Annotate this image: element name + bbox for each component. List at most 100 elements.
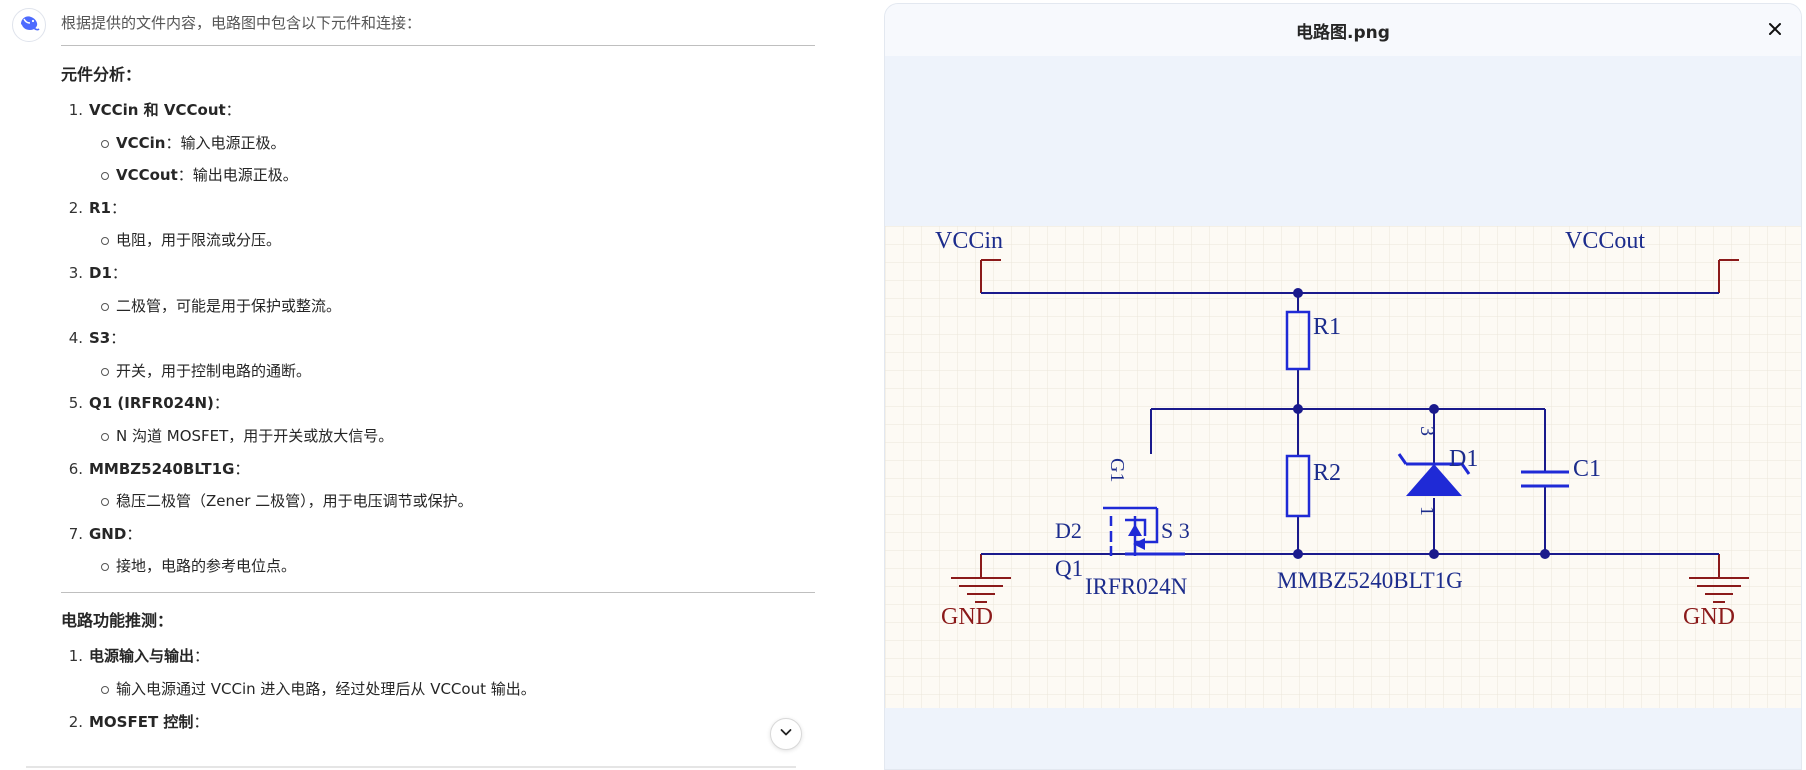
section-title-components: 元件分析： bbox=[61, 65, 142, 84]
sub-item-text: 电阻，用于限流或分压。 bbox=[116, 231, 282, 250]
sub-item-text: ：输入电源正极。 bbox=[165, 133, 286, 152]
list-number: 6. bbox=[68, 459, 83, 478]
sub-list-item: VCCout：输出电源正极。 bbox=[89, 164, 815, 186]
sub-list-item: VCCin：输入电源正极。 bbox=[89, 132, 815, 154]
list-number: 2. bbox=[68, 712, 83, 731]
sub-list-item: 开关，用于控制电路的通断。 bbox=[89, 360, 815, 382]
list-item: 4. S3： 开关，用于控制电路的通断。 bbox=[61, 327, 815, 382]
chevron-down-icon bbox=[778, 724, 794, 744]
label-q1: Q1 bbox=[1055, 556, 1083, 581]
junction-dots bbox=[1293, 288, 1550, 559]
list-item: 7. GND： 接地，电路的参考电位点。 bbox=[61, 523, 815, 578]
resistor-r1 bbox=[1285, 310, 1311, 371]
vccin-power-symbol bbox=[980, 259, 1001, 293]
sub-list: 稳压二极管（Zener 二极管），用于电压调节或保护。 bbox=[89, 490, 815, 512]
list-item: 6. MMBZ5240BLT1G： 稳压二极管（Zener 二极管），用于电压调节或… bbox=[61, 458, 815, 513]
label-c1: C1 bbox=[1573, 456, 1601, 482]
sub-item-text: 二极管，可能是用于保护或整流。 bbox=[116, 296, 342, 315]
sub-list-item: 输入电源通过 VCCin 进入电路，经过处理后从 VCCout 输出。 bbox=[89, 678, 815, 700]
sub-item-text: 开关，用于控制电路的通断。 bbox=[116, 361, 312, 380]
list-item-heading: R1 bbox=[89, 198, 111, 217]
list-item-heading: GND bbox=[89, 524, 127, 543]
label-vccout: VCCout bbox=[1565, 228, 1645, 254]
preview-header: 电路图.png bbox=[885, 4, 1801, 56]
list-item: 1. 电源输入与输出： 输入电源通过 VCCin 进入电路，经过处理后从 VCCou… bbox=[61, 645, 815, 700]
label-zener-part: MMBZ5240BLT1G bbox=[1277, 568, 1463, 593]
list-item-colon: ： bbox=[194, 647, 210, 666]
list-item-colon: ： bbox=[111, 263, 127, 282]
label-vccin: VCCin bbox=[935, 228, 1003, 254]
list-number: 4. bbox=[68, 329, 83, 348]
list-number: 7. bbox=[68, 524, 83, 543]
close-button[interactable] bbox=[1763, 18, 1787, 42]
capacitor-c1 bbox=[1521, 470, 1569, 488]
sub-list: 二极管，可能是用于保护或整流。 bbox=[89, 295, 815, 317]
label-d1: D1 bbox=[1449, 446, 1478, 472]
list-item-colon: ： bbox=[234, 459, 250, 478]
sub-item-text: ：输出电源正极。 bbox=[177, 166, 298, 185]
list-item-heading: 电源输入与输出 bbox=[89, 647, 195, 666]
sub-list: 接地，电路的参考电位点。 bbox=[89, 555, 815, 577]
list-number: 3. bbox=[68, 263, 83, 282]
image-preview-panel: 电路图.png bbox=[884, 3, 1802, 770]
list-item-colon: ： bbox=[126, 524, 142, 543]
mosfet-arrow bbox=[1128, 524, 1142, 536]
divider bbox=[61, 45, 815, 46]
label-q1-part: IRFR024N bbox=[1085, 574, 1188, 599]
deepseek-whale-icon bbox=[18, 12, 40, 38]
sub-list: N 沟道 MOSFET，用于开关或放大信号。 bbox=[89, 425, 815, 447]
list-number: 1. bbox=[68, 101, 83, 119]
answer-intro: 根据提供的文件内容，电路图中包含以下元件和连接： bbox=[61, 14, 422, 32]
sub-list: 输入电源通过 VCCin 进入电路，经过处理后从 VCCout 输出。 bbox=[89, 678, 815, 700]
list-item-colon: ： bbox=[110, 329, 126, 348]
list-item: 2. R1： 电阻，用于限流或分压。 bbox=[61, 197, 815, 252]
preview-title: 电路图.png bbox=[1296, 22, 1390, 43]
list-item: 2. MOSFET 控制： bbox=[61, 711, 815, 733]
label-pin-d: D2 bbox=[1055, 518, 1082, 543]
list-item-colon: ： bbox=[225, 101, 241, 119]
resistor-r2 bbox=[1285, 454, 1311, 518]
sub-item-text: 接地，电路的参考电位点。 bbox=[116, 557, 297, 576]
list-item-colon: ： bbox=[213, 394, 229, 413]
list-item-heading: MOSFET 控制 bbox=[89, 712, 194, 731]
list-item-heading: VCCin 和 VCCout bbox=[89, 101, 226, 119]
sub-list: 开关，用于控制电路的通断。 bbox=[89, 360, 815, 382]
label-gnd-right: GND bbox=[1683, 604, 1735, 630]
sub-list-item: 稳压二极管（Zener 二极管），用于电压调节或保护。 bbox=[89, 490, 815, 512]
sub-list: 电阻，用于限流或分压。 bbox=[89, 229, 815, 251]
chat-panel: 根据提供的文件内容，电路图中包含以下元件和连接： 元件分析： 1. VCCin 和… bbox=[0, 0, 880, 770]
gnd-left-symbol bbox=[951, 554, 1011, 603]
list-item-colon: ： bbox=[111, 198, 127, 217]
sub-list-item: 接地，电路的参考电位点。 bbox=[89, 555, 815, 577]
assistant-answer: 根据提供的文件内容，电路图中包含以下元件和连接： 元件分析： 1. VCCin 和… bbox=[61, 0, 815, 733]
label-gnd-left: GND bbox=[941, 604, 993, 630]
gnd-right-symbol bbox=[1689, 554, 1749, 603]
label-r2: R2 bbox=[1313, 460, 1341, 486]
list-item: 1. VCCin 和 VCCout： VCCin：输入电源正极。 VCCout：输出电… bbox=[61, 99, 815, 186]
assistant-avatar bbox=[12, 8, 46, 42]
sub-list: VCCin：输入电源正极。 VCCout：输出电源正极。 bbox=[89, 132, 815, 187]
sub-list-item: 电阻，用于限流或分压。 bbox=[89, 229, 815, 251]
circuit-wires bbox=[981, 292, 1719, 555]
components-list: 1.VCCin 和 VCCout：VCCin：输入电源正极。VCCout：输出电… bbox=[61, 99, 815, 577]
list-number: 2. bbox=[68, 198, 83, 217]
list-item-colon: ： bbox=[193, 712, 209, 731]
list-item-heading: S3 bbox=[89, 329, 111, 348]
scroll-down-button[interactable] bbox=[770, 718, 802, 750]
section-title-function: 电路功能推测： bbox=[61, 611, 174, 631]
list-item-heading: Q1 (IRFR024N) bbox=[89, 394, 214, 413]
list-item: 3. D1： 二极管，可能是用于保护或整流。 bbox=[61, 262, 815, 317]
label-pin-1: 1 bbox=[1416, 506, 1438, 516]
sub-item-text: 稳压二极管（Zener 二极管），用于电压调节或保护。 bbox=[116, 492, 473, 511]
sub-item-text: 输入电源通过 VCCin 进入电路，经过处理后从 VCCout 输出。 bbox=[116, 679, 536, 698]
label-pin-s: S 3 bbox=[1161, 518, 1190, 543]
list-number: 5. bbox=[68, 394, 83, 413]
input-area-edge bbox=[26, 766, 796, 768]
vccout-power-symbol bbox=[1718, 259, 1739, 293]
circuit-diagram-image: VCCin VCCout R1 R2 D1 C1 Q1 IRFR024N MMB… bbox=[885, 226, 1801, 708]
list-number: 1. bbox=[68, 647, 83, 666]
sub-list-item: 二极管，可能是用于保护或整流。 bbox=[89, 295, 815, 317]
list-item-heading: D1 bbox=[89, 263, 112, 282]
label-pin-g: G1 bbox=[1106, 458, 1128, 482]
list-item-heading: MMBZ5240BLT1G bbox=[89, 459, 235, 478]
